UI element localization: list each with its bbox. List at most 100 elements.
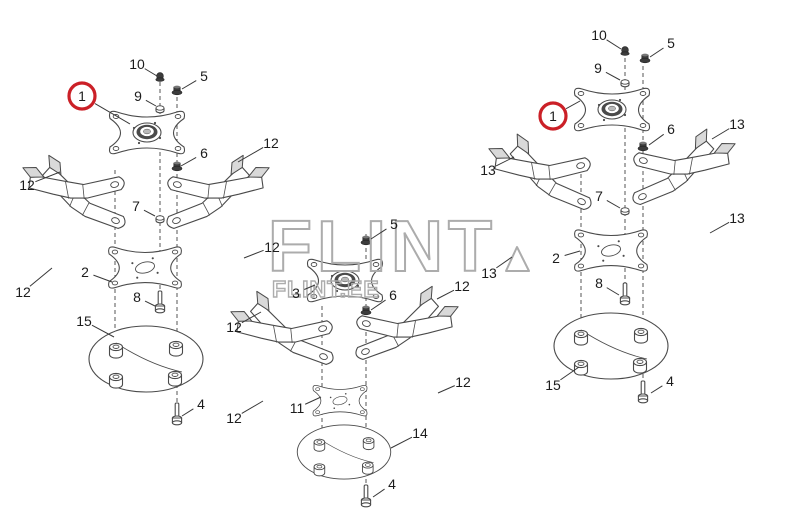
part-number-label: 13	[729, 116, 745, 132]
watermark-text-sub: FLINT.EE	[272, 276, 380, 302]
part-number-label: 1	[549, 108, 557, 124]
part-number-label: 12	[226, 319, 242, 335]
part-number-label: 2	[552, 250, 560, 266]
part-number-label: 12	[19, 177, 35, 193]
part-number-label: 15	[76, 313, 92, 329]
support-disc	[89, 326, 203, 392]
leader-line	[180, 156, 197, 167]
leader-line	[496, 256, 513, 269]
part-number-label: 8	[133, 289, 141, 305]
part-number-label: 10	[129, 56, 145, 72]
nut	[620, 207, 630, 216]
bolt	[154, 290, 166, 314]
part-number-label: 12	[263, 135, 279, 151]
lower-blade-plate	[108, 246, 182, 289]
leader-line	[145, 99, 157, 107]
flange-nut	[637, 141, 649, 152]
watermark-text-main: FLINT	[268, 207, 497, 287]
leader-line	[304, 396, 322, 405]
part-number-label: 6	[667, 121, 675, 137]
lower-blade-plate	[574, 229, 648, 272]
support-disc	[297, 425, 390, 479]
leader-line	[35, 171, 61, 183]
highlight-circle	[538, 101, 568, 131]
part-number-label: 8	[595, 275, 603, 291]
part-number-label: 7	[595, 188, 603, 204]
flange-nut	[639, 53, 651, 64]
bolt	[619, 282, 631, 306]
watermark: FLINT FLINT.EE	[267, 206, 530, 303]
part-number-label: 12	[454, 278, 470, 294]
leader-line	[648, 133, 665, 146]
part-number-label: 12	[226, 410, 242, 426]
part-number-label: 4	[666, 373, 674, 389]
spindle-plate-with-bearing	[573, 87, 651, 132]
assembly-right	[488, 46, 736, 404]
leader-line	[181, 80, 197, 90]
leader-line	[370, 228, 387, 240]
part-number-label: 7	[132, 198, 140, 214]
part-number-label: 12	[455, 374, 471, 390]
part-number-label: 13	[729, 210, 745, 226]
part-number-label: 4	[388, 476, 396, 492]
assembly-center	[230, 234, 459, 508]
assembly-left	[22, 72, 270, 426]
leader-line	[144, 300, 156, 307]
bolt	[360, 484, 372, 508]
leader-line	[711, 128, 730, 140]
nut	[620, 79, 630, 88]
spindle-plate-with-bearing	[108, 110, 186, 155]
part-number-label: 12	[15, 284, 31, 300]
part-number-label: 11	[290, 400, 305, 416]
highlight-circle	[67, 81, 97, 111]
leader-line	[606, 200, 621, 209]
part-number-label: 3	[292, 285, 300, 301]
leader-line	[709, 221, 730, 234]
part-number-label: 6	[389, 287, 397, 303]
bolt	[637, 380, 649, 404]
leader-line	[143, 209, 156, 217]
part-number-label: 13	[481, 265, 497, 281]
leader-line	[436, 289, 455, 300]
leader-line	[93, 274, 113, 283]
leader-line	[390, 436, 413, 449]
leader-line	[649, 47, 664, 58]
part-number-label: 2	[81, 264, 89, 280]
cap-nut	[620, 46, 630, 56]
leader-line	[650, 385, 663, 394]
leader-line	[304, 284, 316, 290]
leader-line	[181, 408, 194, 417]
leader-line	[94, 103, 131, 125]
leader-line	[144, 68, 158, 77]
part-number-label: 15	[545, 377, 561, 393]
leader-line	[243, 249, 264, 259]
leader-line	[606, 39, 622, 50]
part-number-label: 14	[412, 425, 428, 441]
watermark-triangle-icon	[505, 246, 530, 272]
leader-line	[565, 100, 581, 110]
cap-nut	[155, 72, 165, 82]
part-number-label: 9	[594, 60, 602, 76]
part-number-label: 6	[200, 145, 208, 161]
leader-line	[606, 287, 620, 296]
lower-blade-plate	[312, 384, 368, 417]
part-number-label: 13	[480, 162, 496, 178]
leader-line	[237, 147, 264, 163]
leader-line	[29, 267, 53, 287]
bolt	[171, 402, 183, 426]
leader-line	[372, 488, 385, 498]
nut	[155, 215, 165, 224]
leader-line	[564, 250, 581, 256]
leader-line	[605, 71, 621, 81]
leader-line	[91, 324, 115, 338]
leader-line	[241, 311, 262, 324]
nut	[155, 105, 165, 114]
part-number-label: 10	[591, 27, 607, 43]
part-number-label: 1	[78, 88, 86, 104]
leader-line	[241, 400, 264, 414]
